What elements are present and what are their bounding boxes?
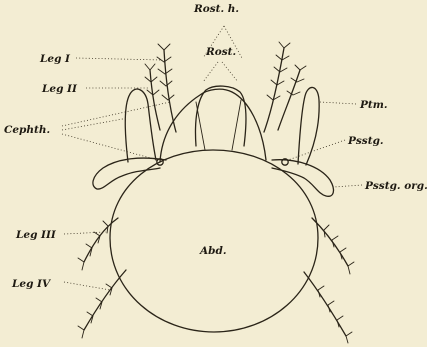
leg-1-left [157, 44, 176, 132]
palp-right [298, 87, 319, 165]
palp-left [125, 89, 156, 162]
label-ptm: Ptm. [359, 99, 388, 111]
leg-2-left [145, 64, 160, 130]
leg-1-right [264, 42, 290, 132]
leader-psstg-org [334, 185, 362, 187]
label-psstg: Psstg. [347, 135, 384, 147]
leader-ptm [320, 102, 356, 104]
leg-4-left [78, 270, 126, 338]
label-leg-2: Leg II [41, 83, 78, 95]
rostral-hair-left [196, 102, 205, 150]
label-psstg-org: Psstg. org. [364, 180, 427, 192]
label-rost-h: Rost. h. [193, 3, 239, 15]
cephalothorax-shield [160, 89, 266, 162]
abdomen-outline [110, 150, 318, 332]
leg-3-left [78, 218, 118, 270]
leg-4-right [304, 272, 352, 343]
leader-leg4 [64, 282, 110, 290]
label-leg-4: Leg IV [11, 278, 52, 290]
label-leg-3: Leg III [15, 229, 57, 241]
label-rost: Rost. [205, 46, 236, 58]
leader-psstg [288, 140, 345, 160]
label-abd: Abd. [199, 245, 227, 257]
label-cephth: Cephth. [4, 124, 50, 136]
leader-rost [203, 62, 238, 82]
rostral-hair-right [232, 100, 241, 150]
leader-leg3 [64, 232, 106, 234]
label-leg-1: Leg I [39, 53, 71, 65]
leader-leg1 [76, 58, 162, 60]
